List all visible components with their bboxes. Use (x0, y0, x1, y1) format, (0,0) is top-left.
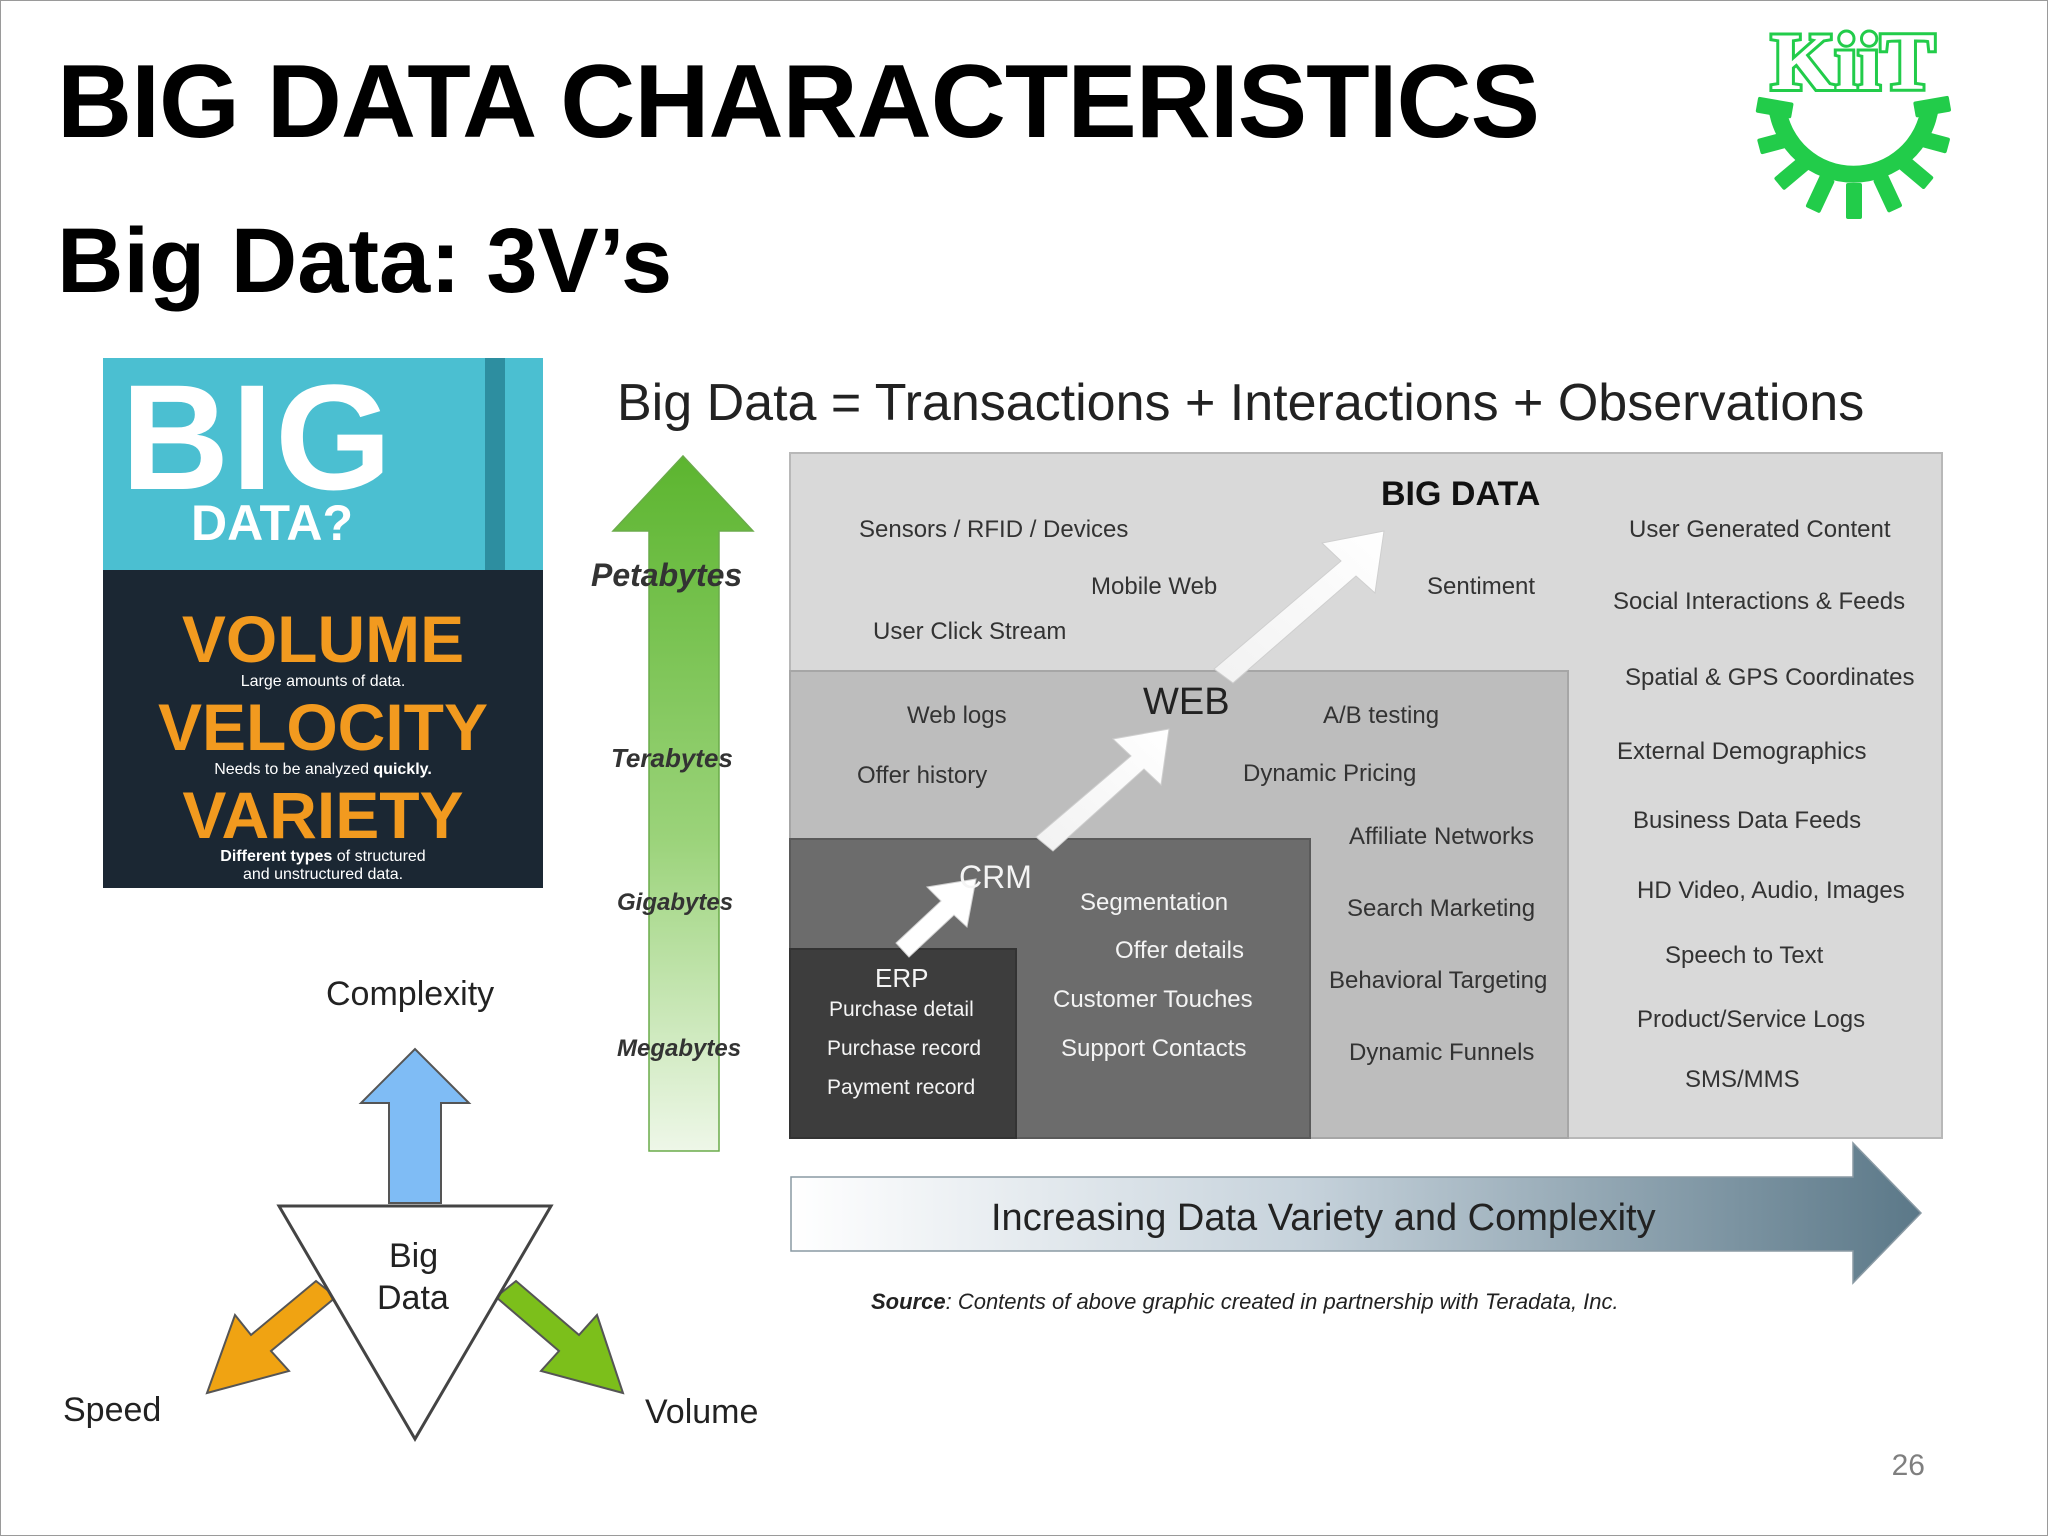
item-web-logs: Web logs (907, 702, 1007, 729)
scale-gigabytes: Gigabytes (617, 889, 734, 916)
item-behavioral-targeting: Behavioral Targeting (1329, 967, 1548, 994)
big-data-triangle (276, 1204, 554, 1442)
kiit-logo: KiiT (1755, 13, 1951, 219)
item-segmentation: Segmentation (1080, 889, 1229, 916)
label-complexity: Complexity (326, 975, 495, 1013)
item-dynamic-pricing: Dynamic Pricing (1243, 760, 1417, 787)
poster-velocity-desc: Needs to be analyzed quickly. (214, 761, 432, 778)
level-web: WEB (1143, 681, 1230, 723)
item-social-interactions: Social Interactions & Feeds (1613, 588, 1906, 615)
big-data-equation: Big Data = Transactions + Interactions +… (617, 374, 1865, 432)
poster-variety-desc: Different types of structured (220, 848, 426, 865)
poster-header (103, 358, 543, 570)
page-subtitle: Big Data: 3V’s (57, 210, 673, 312)
speed-arrow (205, 1279, 338, 1395)
item-affiliate-networks: Affiliate Networks (1349, 823, 1534, 850)
variety-arrow (790, 1141, 1923, 1285)
item-speech-to-text: Speech to Text (1665, 942, 1824, 969)
level-big-data: BIG DATA (1381, 475, 1541, 513)
item-user-generated-content: User Generated Content (1629, 516, 1891, 543)
item-mobile-web: Mobile Web (1091, 573, 1218, 600)
item-purchase-detail: Purchase detail (829, 998, 974, 1021)
item-sentiment: Sentiment (1427, 573, 1536, 600)
poster-velocity: VELOCITY (157, 690, 489, 764)
item-payment-record: Payment record (827, 1076, 976, 1099)
poster-data: DATA? (191, 495, 353, 551)
big-data-poster: BIG DATA? VOLUME Large amounts of data. … (103, 358, 543, 888)
triangle-center-data: Data (377, 1279, 449, 1317)
level-crm: CRM (959, 859, 1032, 895)
item-hd-video: HD Video, Audio, Images (1637, 877, 1905, 904)
triangle-center-big: Big (389, 1237, 439, 1275)
item-customer-touches: Customer Touches (1053, 986, 1253, 1013)
erp-to-crm-arrow (895, 878, 977, 958)
scale-terabytes: Terabytes (611, 743, 733, 773)
scale-petabytes: Petabytes (591, 557, 743, 593)
erp-box (789, 948, 1017, 1139)
scale-arrow (611, 454, 755, 1152)
logo-text: KiiT (1771, 16, 1935, 107)
page-number: 26 (1891, 1449, 1925, 1482)
item-sms-mms: SMS/MMS (1685, 1066, 1800, 1093)
level-erp: ERP (875, 963, 929, 993)
poster-volume-desc: Large amounts of data. (240, 673, 406, 690)
volume-arrow (494, 1279, 625, 1395)
label-speed: Speed (63, 1391, 162, 1429)
source-note: Source: Contents of above graphic create… (871, 1289, 1619, 1314)
item-purchase-record: Purchase record (827, 1037, 982, 1060)
item-search-marketing: Search Marketing (1347, 895, 1536, 922)
crm-to-web-arrow (1035, 728, 1170, 852)
poster-big: BIG (121, 358, 394, 521)
item-support-contacts: Support Contacts (1061, 1035, 1247, 1062)
item-dynamic-funnels: Dynamic Funnels (1349, 1039, 1535, 1066)
item-spatial-gps: Spatial & GPS Coordinates (1625, 664, 1915, 691)
item-offer-history: Offer history (857, 762, 988, 789)
item-ab-testing: A/B testing (1323, 702, 1440, 729)
poster-variety: VARIETY (182, 778, 464, 852)
variety-arrow-label: Increasing Data Variety and Complexity (991, 1197, 1656, 1239)
web-to-bigdata-arrow (1213, 530, 1385, 684)
scale-megabytes: Megabytes (617, 1035, 742, 1062)
item-user-click-stream: User Click Stream (873, 618, 1067, 645)
label-volume: Volume (645, 1393, 759, 1431)
item-business-data-feeds: Business Data Feeds (1633, 807, 1862, 834)
item-sensors: Sensors / RFID / Devices (859, 516, 1129, 543)
item-external-demographics: External Demographics (1617, 738, 1867, 765)
poster-header-edge (485, 358, 505, 570)
item-offer-details: Offer details (1115, 937, 1244, 964)
poster-volume: VOLUME (181, 602, 465, 676)
complexity-arrow (358, 1047, 472, 1204)
page-title: BIG DATA CHARACTERISTICS (57, 44, 1540, 160)
item-product-service-logs: Product/Service Logs (1637, 1006, 1866, 1033)
poster-variety-desc-line2: and unstructured data. (242, 866, 404, 883)
